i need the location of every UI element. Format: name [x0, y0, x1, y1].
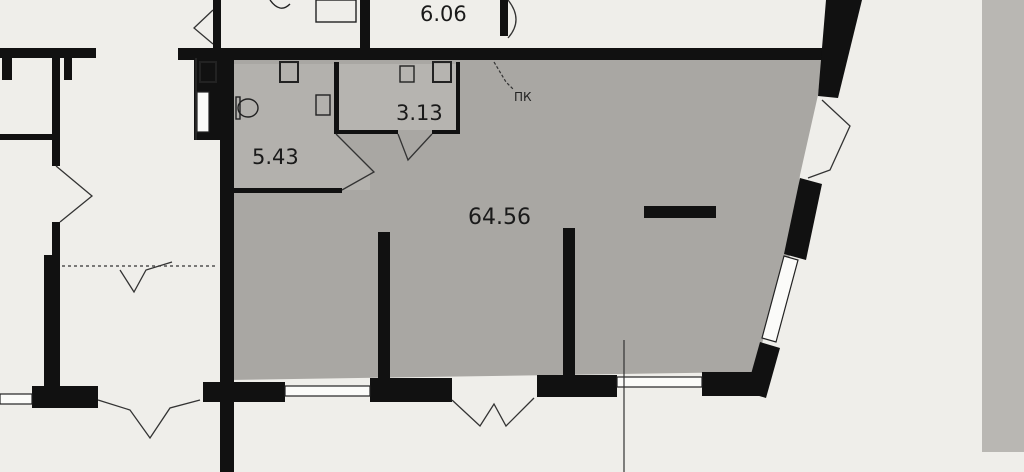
window-bottom-1	[284, 385, 371, 397]
utility-fixture	[399, 65, 415, 83]
left-wall-f	[2, 58, 12, 80]
door-right	[807, 99, 851, 179]
upper-fixture-1	[315, 0, 357, 23]
left-wall-c	[52, 222, 60, 392]
partition-horizontal	[644, 206, 716, 218]
wall-upper-vertical-2	[360, 0, 370, 50]
room-area-bathroom: 5.43	[252, 145, 299, 169]
utility-wall-bottom-2	[432, 130, 460, 134]
upper-fixture-2	[269, 0, 291, 9]
guide-lines	[62, 58, 625, 472]
window-right	[761, 255, 799, 343]
sink-fixture	[315, 94, 331, 116]
wall-upper-vertical-3	[500, 0, 508, 36]
riser-label: ПК	[514, 90, 532, 104]
partition-2	[563, 228, 575, 378]
left-wall-b	[0, 134, 58, 140]
wall-bottom-3	[537, 375, 617, 397]
right-side-panel	[982, 0, 1024, 452]
vent-box-left	[199, 61, 217, 83]
toilet-fixture	[237, 98, 259, 118]
wall-right-middle	[784, 178, 822, 260]
window-left-upper	[196, 91, 210, 133]
wall-upper-left	[0, 48, 96, 58]
fixtures	[199, 0, 452, 120]
window-left-bottom	[0, 393, 33, 405]
toilet-tank	[235, 96, 241, 120]
door-left-bottom	[97, 399, 201, 440]
room-area-main: 64.56	[468, 205, 531, 230]
wall-left	[220, 60, 234, 472]
vent-box-1	[279, 61, 299, 83]
wall-bottom-4	[702, 372, 764, 396]
room-area-upper: 6.06	[420, 2, 467, 26]
partition-1	[378, 232, 390, 382]
vent-box-2	[432, 61, 452, 83]
bathroom-wall-bottom	[232, 188, 342, 193]
wall-upper-vertical-1	[213, 0, 221, 48]
threshold-riser	[493, 61, 515, 91]
door-bathroom	[335, 133, 376, 191]
utility-fill	[338, 64, 458, 130]
bathroom-utility-divider	[334, 62, 339, 134]
utility-wall-right	[456, 62, 460, 134]
door-bottom-balcony	[451, 397, 535, 428]
wall-bottom-1	[203, 382, 285, 402]
left-wall-d	[44, 255, 54, 395]
left-wall-a	[52, 58, 60, 166]
wall-right-top	[818, 0, 862, 98]
left-wall-e	[32, 386, 98, 408]
main-room-fill	[228, 58, 822, 380]
windows	[0, 91, 799, 405]
door-left-room	[55, 165, 94, 223]
doors	[55, 0, 851, 440]
room-area-utility: 3.13	[396, 101, 443, 125]
door-upper-right	[507, 0, 517, 39]
door-utility	[397, 133, 433, 162]
left-wall-g	[64, 58, 72, 80]
wall-top	[178, 48, 828, 60]
door-upper-left	[193, 9, 214, 45]
window-bottom-2	[616, 376, 703, 388]
utility-wall-bottom	[338, 130, 398, 134]
